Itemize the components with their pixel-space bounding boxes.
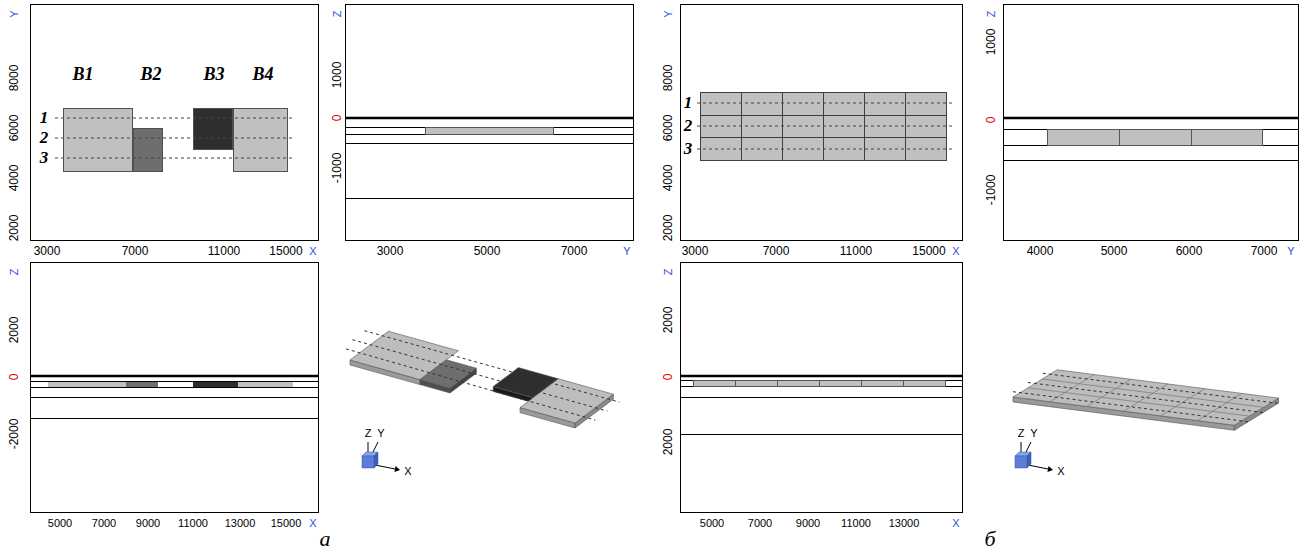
tick-label: 3000 <box>34 244 61 258</box>
tick-label: 15000 <box>271 517 302 529</box>
block-region: B4 <box>233 108 288 172</box>
tick-label: 8000 <box>7 65 21 92</box>
panel-letter: б <box>984 526 995 552</box>
axis-letter: Y <box>8 10 20 17</box>
axis-letter: X <box>952 245 959 257</box>
axis-letter: Y <box>377 427 384 439</box>
tick-label: 8000 <box>661 65 675 92</box>
tick-label: 9000 <box>796 517 820 529</box>
tick-label: 2000 <box>661 307 675 334</box>
axis-letter: X <box>309 517 316 529</box>
zero-tick: 0 <box>330 115 344 122</box>
axis-letter: X <box>952 517 959 529</box>
tick-label: 11000 <box>841 517 871 529</box>
tick-label: -1000 <box>330 153 344 184</box>
tick-label: 2000 <box>661 215 675 242</box>
block-region: B2 <box>133 128 163 172</box>
tick-label: 5000 <box>1101 244 1128 258</box>
block-label: B4 <box>252 65 273 83</box>
panel-letter: а <box>320 526 331 552</box>
tick-label: 4000 <box>1027 244 1054 258</box>
tick-label: 3000 <box>377 244 404 258</box>
tick-label: 4000 <box>661 165 675 192</box>
zero-tick: 0 <box>984 117 998 124</box>
tick-label: 7000 <box>561 244 588 258</box>
tick-label: 7000 <box>122 244 149 258</box>
tick-label: 5000 <box>48 517 72 529</box>
tick-label: 15000 <box>269 244 302 258</box>
block-region: B3 <box>193 108 233 150</box>
tick-label: 7000 <box>92 517 116 529</box>
zero-tick: 0 <box>7 374 21 381</box>
tick-label: 2000 <box>7 215 21 242</box>
tick-label: 5000 <box>700 517 724 529</box>
tick-label: -1000 <box>984 175 998 206</box>
tick-label: 1000 <box>330 62 344 89</box>
tick-label: -2000 <box>7 419 21 450</box>
axis-letter: X <box>309 245 316 257</box>
tick-label: 4000 <box>7 165 21 192</box>
axis-letter: Z <box>331 11 343 18</box>
axis-letter: Y <box>662 10 674 17</box>
tick-label: 2000 <box>7 317 21 344</box>
tick-label: 2000 <box>661 429 675 456</box>
line-number: 1 <box>40 108 49 128</box>
tick-label: 7000 <box>763 244 790 258</box>
axis-letter: Z <box>985 11 997 18</box>
axis-letter: Y <box>1030 427 1037 439</box>
tick-label: 6000 <box>7 115 21 142</box>
line-number: 3 <box>40 148 49 168</box>
tick-label: 5000 <box>474 244 501 258</box>
block-region: B1 <box>63 108 133 172</box>
tick-label: 13000 <box>225 517 256 529</box>
axis-letter: Y <box>1287 245 1294 257</box>
block-label: B3 <box>203 65 224 83</box>
tick-label: 13000 <box>889 517 920 529</box>
axis-letter: Z <box>1018 427 1025 439</box>
block-label: B1 <box>72 65 93 83</box>
axis-letter: Y <box>623 245 630 257</box>
tick-label: 11000 <box>840 244 872 258</box>
tick-label: 9000 <box>136 517 160 529</box>
tick-label: 6000 <box>661 115 675 142</box>
tick-label: 6000 <box>1176 244 1203 258</box>
axis-letter: X <box>1057 465 1064 477</box>
tick-label: 3000 <box>682 244 709 258</box>
tick-label: 1000 <box>984 29 998 56</box>
axis-letter: Z <box>8 269 20 276</box>
line-number: 2 <box>684 116 693 136</box>
line-number: 3 <box>684 139 693 159</box>
tick-label: 15000 <box>912 244 945 258</box>
axis-letter: X <box>404 465 411 477</box>
tick-label: 7000 <box>1251 244 1278 258</box>
tick-label: 11000 <box>208 244 240 258</box>
axis-letter: Z <box>662 269 674 276</box>
block-label: B2 <box>140 65 161 83</box>
tick-label: 7000 <box>748 517 772 529</box>
line-number: 2 <box>40 128 49 148</box>
zero-tick: 0 <box>661 374 675 381</box>
line-number: 1 <box>684 93 693 113</box>
tick-label: 11000 <box>178 517 208 529</box>
axis-letter: Z <box>365 427 372 439</box>
